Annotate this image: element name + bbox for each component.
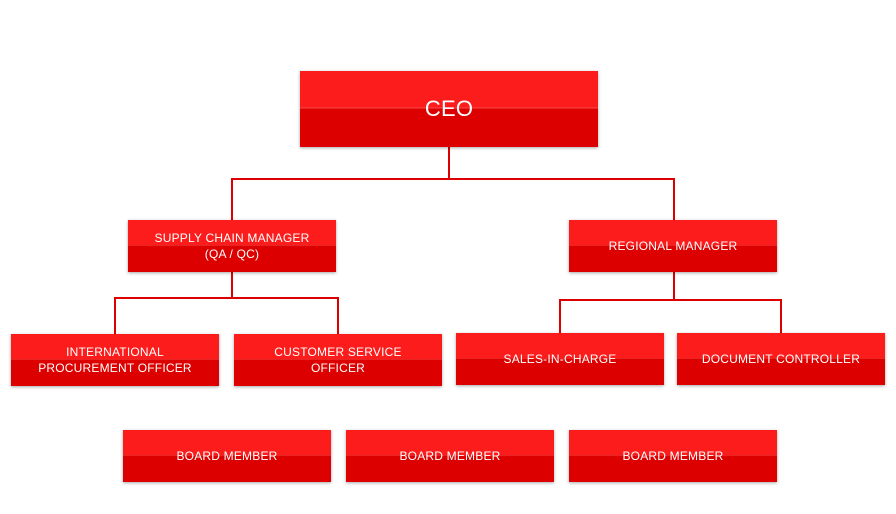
connector-regional-down xyxy=(673,272,675,300)
supply-chain-manager-box: SUPPLY CHAIN MANAGER (QA / QC) xyxy=(128,220,336,272)
board-member-box: BOARD MEMBER xyxy=(569,430,777,482)
sales-in-charge-label: SALES-IN-CHARGE xyxy=(503,352,617,366)
connector-to-customer-service xyxy=(337,297,339,334)
board-member-box: BOARD MEMBER xyxy=(123,430,331,482)
connector-ceo-down xyxy=(448,146,450,179)
board-member-box: BOARD MEMBER xyxy=(346,430,554,482)
connector-level2-left-horizontal xyxy=(114,297,339,299)
sales-in-charge-box: SALES-IN-CHARGE xyxy=(456,333,664,385)
document-controller-label: DOCUMENT CONTROLLER xyxy=(701,352,861,366)
international-procurement-officer-label: INTERNATIONAL PROCUREMENT OFFICER xyxy=(38,345,192,375)
connector-to-procurement xyxy=(114,297,116,334)
connector-supply-chain-down xyxy=(231,272,233,298)
international-procurement-officer-box: INTERNATIONAL PROCUREMENT OFFICER xyxy=(11,334,219,386)
supply-chain-manager-label: SUPPLY CHAIN MANAGER (QA / QC) xyxy=(154,231,310,261)
board-member-label: BOARD MEMBER xyxy=(399,449,501,463)
connector-to-supply-chain xyxy=(231,178,233,220)
document-controller-box: DOCUMENT CONTROLLER xyxy=(677,333,885,385)
customer-service-officer-box: CUSTOMER SERVICE OFFICER xyxy=(234,334,442,386)
connector-to-sales xyxy=(559,299,561,333)
ceo-label: CEO xyxy=(424,96,474,121)
connector-to-regional xyxy=(673,178,675,220)
customer-service-officer-label: CUSTOMER SERVICE OFFICER xyxy=(274,345,402,375)
connector-to-document-controller xyxy=(780,299,782,333)
connector-level1-horizontal xyxy=(231,178,675,180)
board-member-label: BOARD MEMBER xyxy=(176,449,278,463)
connector-level2-right-horizontal xyxy=(559,299,782,301)
board-member-label: BOARD MEMBER xyxy=(622,449,724,463)
regional-manager-box: REGIONAL MANAGER xyxy=(569,220,777,272)
regional-manager-label: REGIONAL MANAGER xyxy=(608,239,738,253)
ceo-box: CEO xyxy=(300,71,598,147)
